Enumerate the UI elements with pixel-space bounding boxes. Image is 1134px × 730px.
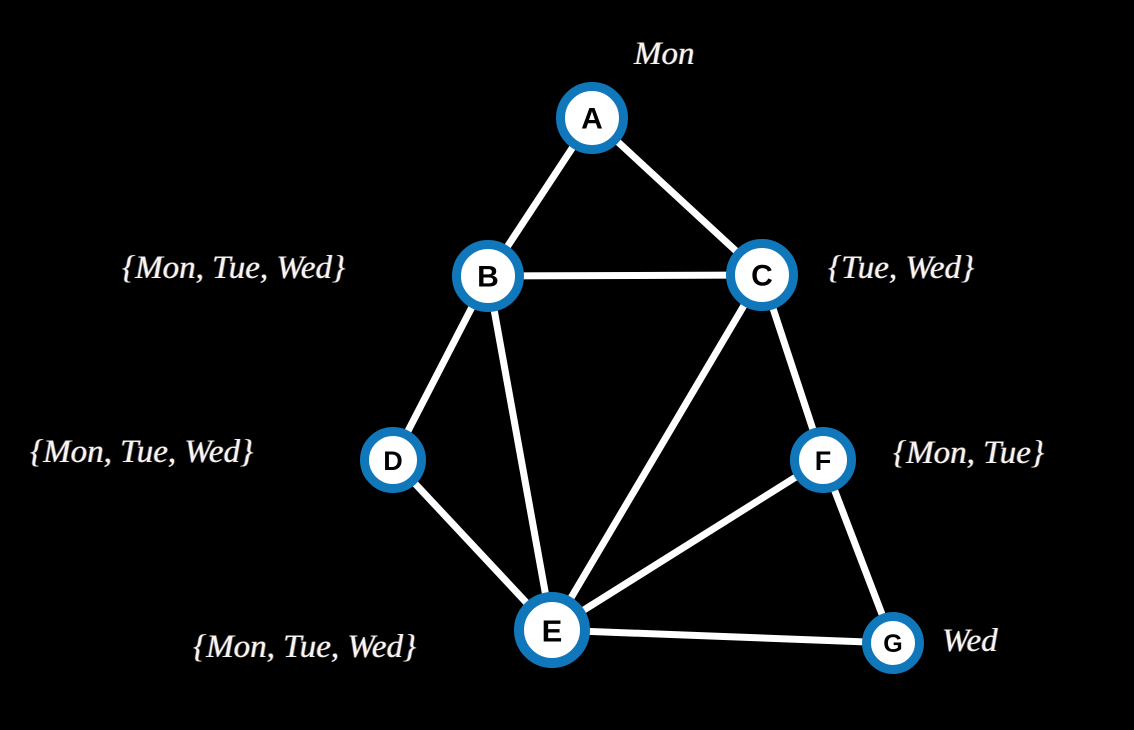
edge-c-e bbox=[548, 271, 766, 634]
node-circle-c[interactable] bbox=[726, 239, 798, 311]
node-circle-a[interactable] bbox=[556, 82, 628, 154]
edge-b-c bbox=[484, 271, 766, 280]
domain-label-e: {Mon, Tue, Wed} bbox=[193, 629, 417, 665]
node-a[interactable]: A bbox=[556, 82, 628, 154]
node-circle-g[interactable] bbox=[862, 612, 924, 674]
node-letter-f: F bbox=[815, 446, 832, 476]
domain-label-g: Wed bbox=[942, 623, 998, 659]
node-circle-f[interactable] bbox=[790, 427, 856, 493]
node-letter-a: A bbox=[581, 103, 603, 136]
node-d[interactable]: D bbox=[360, 427, 426, 493]
domain-label-d: {Mon, Tue, Wed} bbox=[30, 434, 254, 470]
node-circle-b[interactable] bbox=[452, 240, 524, 312]
node-letter-g: G bbox=[883, 630, 902, 658]
node-c[interactable]: C bbox=[726, 239, 798, 311]
node-letter-b: B bbox=[477, 261, 499, 294]
domain-label-c: {Tue, Wed} bbox=[828, 250, 975, 286]
node-letter-c: C bbox=[751, 260, 773, 293]
edge-e-g bbox=[548, 626, 897, 647]
edge-d-e bbox=[389, 456, 556, 634]
domain-label-b: {Mon, Tue, Wed} bbox=[122, 250, 346, 286]
edge-b-e bbox=[484, 272, 556, 634]
node-letter-d: D bbox=[383, 446, 403, 476]
node-circle-e[interactable] bbox=[514, 592, 590, 668]
edges-group bbox=[389, 114, 897, 647]
node-g[interactable]: G bbox=[862, 612, 924, 674]
node-f[interactable]: F bbox=[790, 427, 856, 493]
node-letter-e: E bbox=[542, 614, 563, 649]
domain-label-f: {Mon, Tue} bbox=[893, 435, 1045, 471]
domain-label-a: Mon bbox=[634, 36, 695, 72]
edge-a-c bbox=[588, 114, 766, 279]
edge-e-f bbox=[548, 456, 827, 634]
node-e[interactable]: E bbox=[514, 592, 590, 668]
nodes-group: A B C D E F G bbox=[360, 82, 924, 674]
node-circle-d[interactable] bbox=[360, 427, 426, 493]
node-b[interactable]: B bbox=[452, 240, 524, 312]
